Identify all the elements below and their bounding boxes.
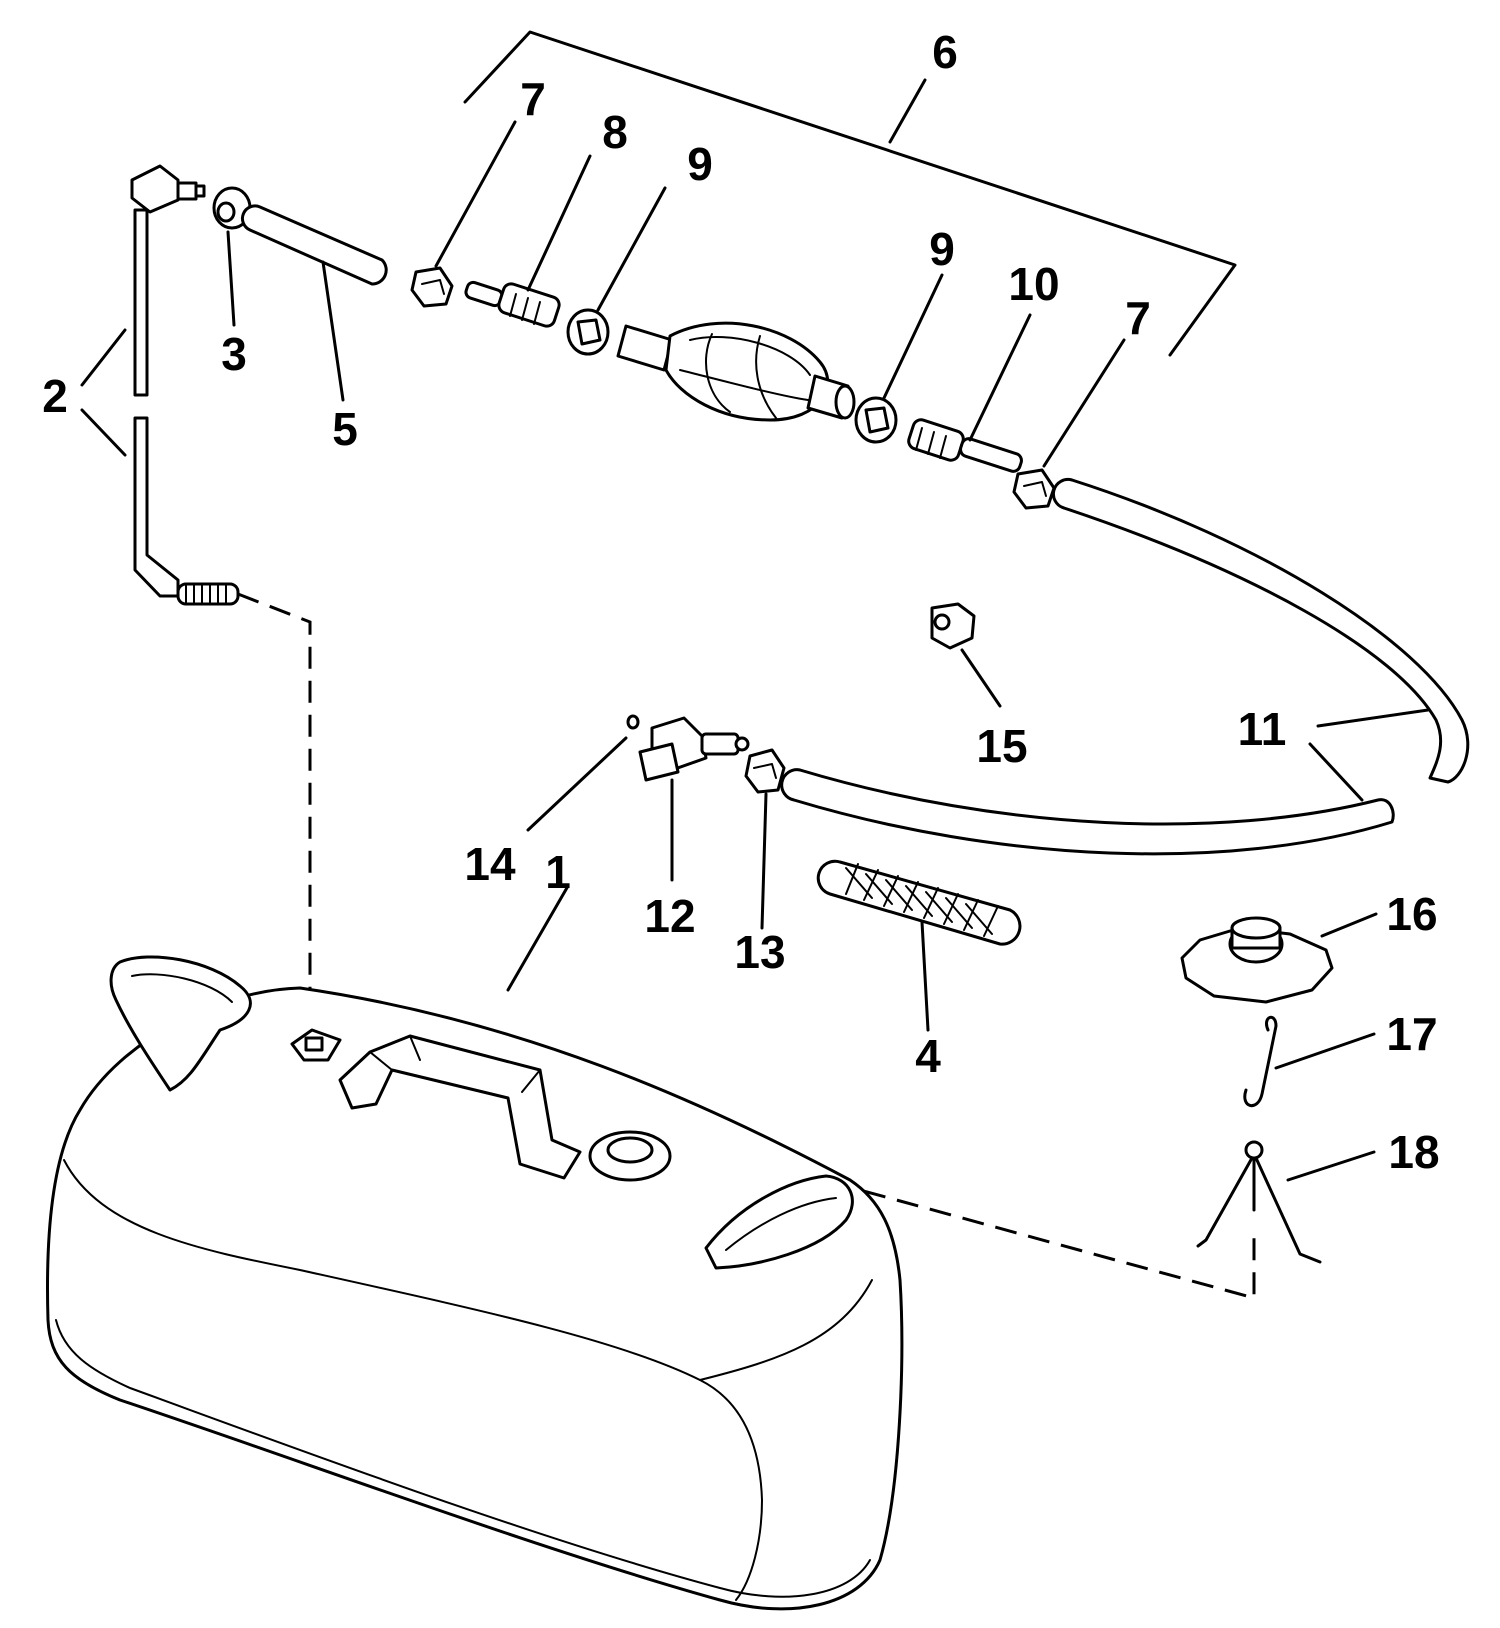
check-valve-part-10 xyxy=(907,418,1023,473)
cap-part-15 xyxy=(930,602,976,650)
leader-10 xyxy=(968,313,1032,442)
callout-14: 14 xyxy=(464,838,516,890)
callout-9-right: 9 xyxy=(929,223,955,275)
leader-2 xyxy=(80,328,127,457)
leader-11 xyxy=(1308,708,1430,802)
clamp-part-9-right xyxy=(854,396,898,444)
leader-3 xyxy=(226,230,236,327)
callout-12: 12 xyxy=(644,890,695,942)
callout-3: 3 xyxy=(221,328,247,380)
clamp-part-7-left xyxy=(410,266,454,308)
callout-9-left: 9 xyxy=(687,138,713,190)
assembly-bracket-6 xyxy=(463,30,1237,357)
retainer-part-18 xyxy=(1196,1140,1322,1264)
leader-15 xyxy=(960,648,1002,708)
assembly-dashed-line-left xyxy=(237,592,312,1050)
leader-9-left xyxy=(596,186,667,312)
fuel-tank-part-1 xyxy=(45,955,904,1611)
o-ring-part-14 xyxy=(626,714,640,730)
callout-2: 2 xyxy=(42,370,68,422)
s-hook-part-17 xyxy=(1243,1015,1278,1107)
clamp-part-9-left xyxy=(566,308,610,356)
callout-16: 16 xyxy=(1386,888,1437,940)
leader-7-right xyxy=(1042,338,1126,468)
callout-17: 17 xyxy=(1386,1008,1437,1060)
callout-10: 10 xyxy=(1008,258,1059,310)
callout-6: 6 xyxy=(932,26,958,78)
fuel-hose-part-11 xyxy=(780,477,1470,856)
hose-part-5 xyxy=(240,204,388,286)
pickup-tube-part-2 xyxy=(130,164,240,606)
primer-bulb xyxy=(616,321,856,422)
callout-labels: 1 2 3 4 5 6 7 8 9 9 10 7 11 12 13 14 15 … xyxy=(42,26,1439,1178)
connector-part-12 xyxy=(638,716,750,782)
leader-16 xyxy=(1320,912,1378,938)
filler-cap-part-16 xyxy=(1180,916,1334,1004)
leader-18 xyxy=(1286,1150,1376,1182)
leader-8 xyxy=(526,154,592,292)
callout-7-left: 7 xyxy=(520,73,546,125)
callout-18: 18 xyxy=(1388,1126,1439,1178)
clamp-part-7-right xyxy=(1012,468,1056,510)
leader-9-right xyxy=(882,273,944,400)
callout-13: 13 xyxy=(734,926,785,978)
callout-7-right: 7 xyxy=(1125,292,1151,344)
leader-4 xyxy=(920,920,930,1032)
callout-11: 11 xyxy=(1238,703,1287,755)
hose-guard-part-4 xyxy=(816,859,1022,946)
leader-7-left xyxy=(434,120,517,268)
callout-8: 8 xyxy=(602,106,628,158)
leader-13 xyxy=(760,792,768,930)
callout-1: 1 xyxy=(545,846,571,898)
clamp-part-13 xyxy=(744,748,786,794)
leader-14 xyxy=(526,736,628,832)
leader-5 xyxy=(321,260,345,402)
callout-5: 5 xyxy=(332,403,358,455)
check-valve-part-8 xyxy=(464,280,561,328)
leader-1 xyxy=(506,884,570,992)
callout-15: 15 xyxy=(976,720,1027,772)
leader-17 xyxy=(1274,1032,1376,1070)
callout-4: 4 xyxy=(915,1030,941,1082)
